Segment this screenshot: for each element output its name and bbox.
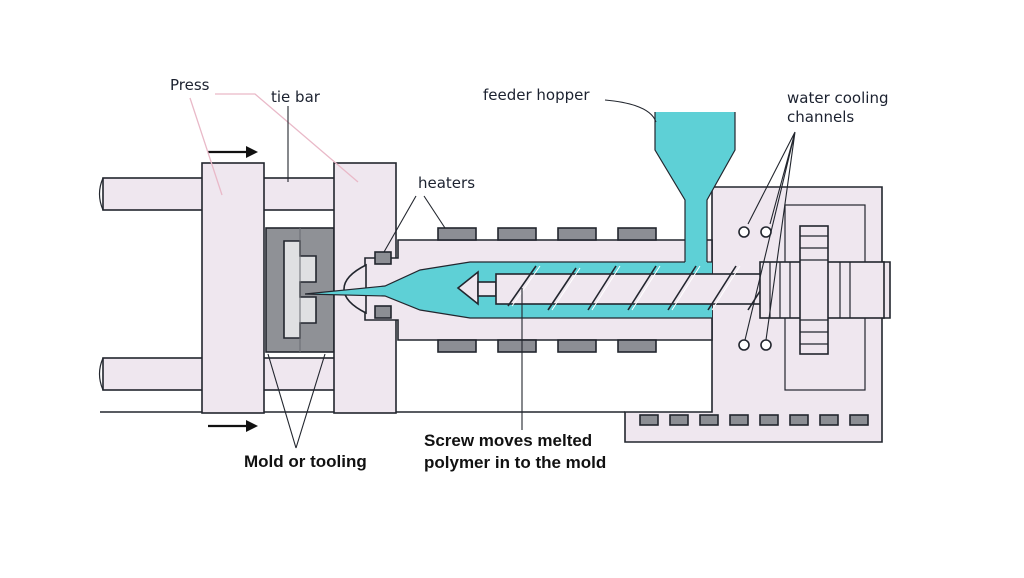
screw (456, 265, 787, 311)
mold (265, 227, 335, 353)
motion-arrow-bottom (208, 420, 258, 432)
drive-gear (759, 225, 885, 355)
label-mold-tooling: Mold or tooling (244, 452, 367, 471)
heaters (374, 227, 657, 353)
label-screw-2: polymer in to the mold (424, 453, 606, 472)
press-platen (201, 162, 265, 414)
label-heaters: heaters (418, 174, 475, 192)
motion-arrow-top (208, 146, 258, 158)
label-screw-1: Screw moves melted (424, 431, 592, 450)
leader-lines (189, 93, 796, 449)
label-feeder-hopper: feeder hopper (483, 86, 590, 104)
label-press: Press (170, 76, 210, 94)
label-water-cooling-2: channels (787, 108, 854, 126)
label-water-cooling-1: water cooling (787, 89, 888, 107)
label-tie-bar: tie bar (271, 88, 321, 106)
